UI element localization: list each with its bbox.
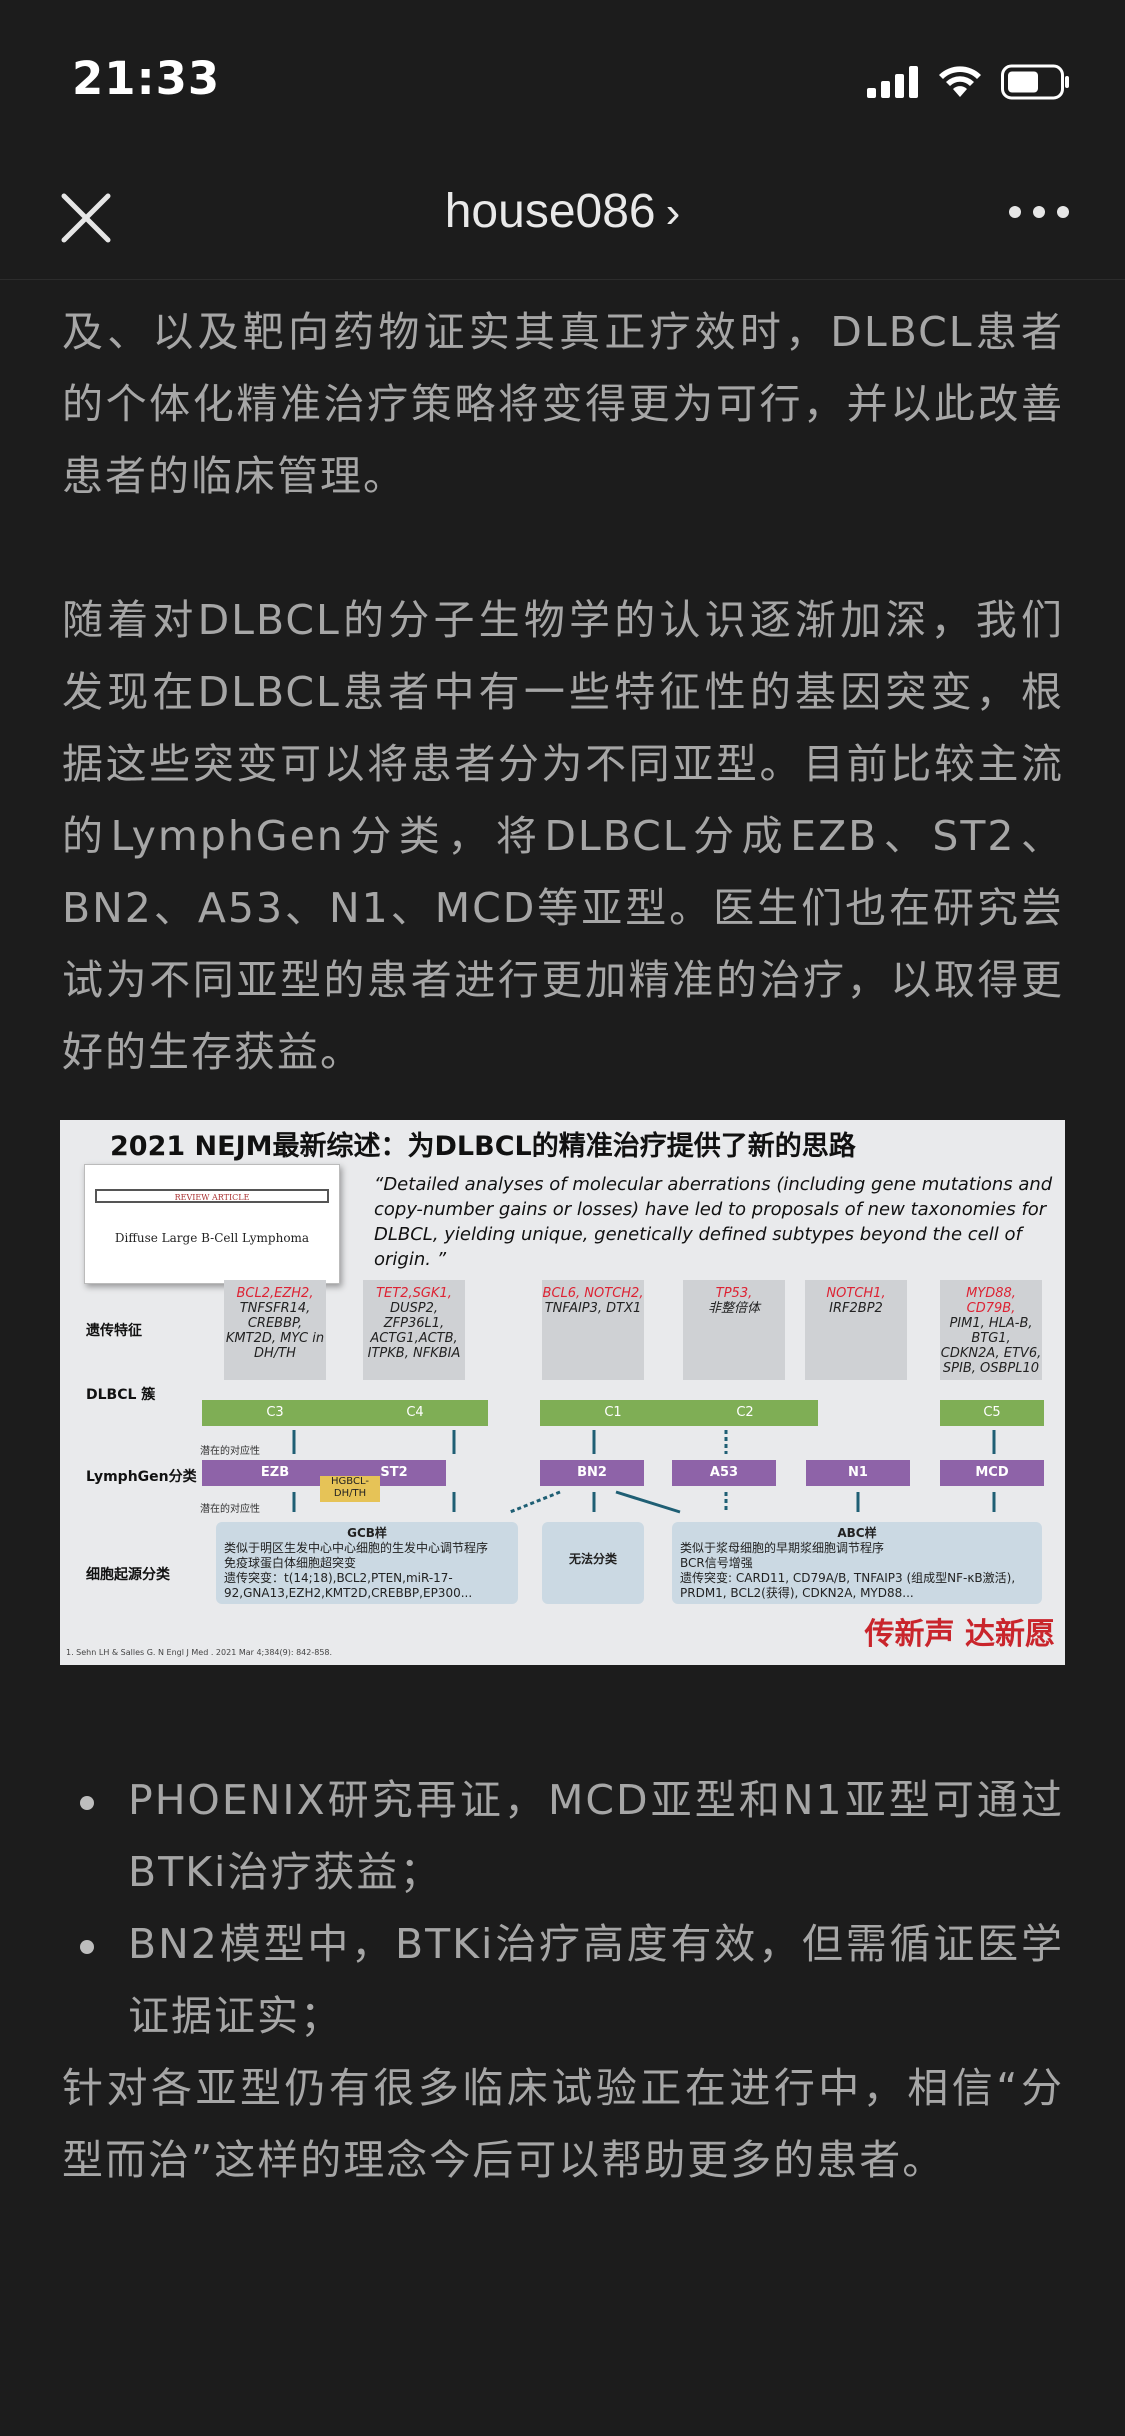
gene-box-st2: TET2,SGK1,DUSP2, ZFP36L1, ACTG1,ACTB, IT… xyxy=(363,1280,465,1380)
bullet-dot-1 xyxy=(80,1796,94,1810)
cluster-c1: C1 xyxy=(540,1400,686,1426)
lymphgen-bn2: BN2 xyxy=(540,1460,644,1486)
gene-box-a53: TP53,非整倍体 xyxy=(683,1280,785,1380)
account-name[interactable]: house086 xyxy=(444,185,656,238)
figure-quote: “Detailed analyses of molecular aberrati… xyxy=(374,1174,1053,1270)
gene-box-bn2: BCL6, NOTCH2,TNFAIP3, DTX1 xyxy=(542,1280,644,1380)
lymphgen-a53: A53 xyxy=(672,1460,776,1486)
row-label-origin: 细胞起源分类 xyxy=(86,1567,170,1583)
cluster-c4: C4 xyxy=(342,1400,488,1426)
gene-box-mcd: MYD88, CD79B,PIM1, HLA-B, BTG1, CDKN2A, … xyxy=(940,1280,1042,1380)
hgbcl-tag: HGBCL-DH/TH xyxy=(320,1476,380,1502)
more-icon[interactable] xyxy=(1009,206,1069,218)
chevron-right-icon[interactable]: › xyxy=(665,188,681,237)
article-figure[interactable]: 2021 NEJM最新综述：为DLBCL的精准治疗提供了新的思路 REVIEW … xyxy=(60,1120,1065,1665)
gcb-box: GCB样 类似于明区生发中心中心细胞的生发中心调节程序 免疫球蛋白体细胞超突变 … xyxy=(216,1522,518,1604)
nav-title[interactable]: house086› xyxy=(0,184,1125,239)
arrows-diagram xyxy=(292,1430,996,1514)
watermark-logo: 传新声 达新愿 xyxy=(864,1617,1055,1652)
figure-footnote: 1. Sehn LH & Salles G. N Engl J Med . 20… xyxy=(66,1648,333,1657)
lymphgen-mcd: MCD xyxy=(940,1460,1044,1486)
figure-title: 2021 NEJM最新综述：为DLBCL的精准治疗提供了新的思路 xyxy=(110,1131,856,1162)
status-bar: 21:33 xyxy=(0,0,1125,160)
row-label-genetic: 遗传特征 xyxy=(86,1323,142,1339)
row-label-lymphgen: LymphGen分类 xyxy=(86,1469,197,1485)
status-time: 21:33 xyxy=(72,52,221,105)
status-icons xyxy=(867,62,1071,102)
bullet-text-1: PHOENIX研究再证，MCD亚型和N1亚型可通过BTKi治疗获益； xyxy=(128,1776,1064,1896)
gene-box-n1: NOTCH1,IRF2BP2 xyxy=(805,1280,907,1380)
article-paragraph-3: 针对各亚型仍有很多临床试验正在进行中，相信“分型而治”这样的理念今后可以帮助更多… xyxy=(62,2064,1064,2184)
signal-icon xyxy=(867,66,918,98)
cluster-c3: C3 xyxy=(202,1400,348,1426)
abc-box: ABC样 类似于浆母细胞的早期浆细胞调节程序 BCR信号增强 遗传突变: CAR… xyxy=(672,1522,1042,1604)
bullet-dot-2 xyxy=(80,1940,94,1954)
battery-icon xyxy=(1001,64,1069,100)
lymphgen-n1: N1 xyxy=(806,1460,910,1486)
wifi-icon xyxy=(939,66,981,97)
close-icon[interactable] xyxy=(58,190,114,246)
article-paragraph-1: 及、以及靶向药物证实其真正疗效时，DLBCL患者的个体化精准治疗策略将变得更为可… xyxy=(62,308,1064,500)
journal-thumbnail: REVIEW ARTICLE Diffuse Large B-Cell Lymp… xyxy=(84,1164,340,1284)
nav-bar xyxy=(0,160,1125,280)
cluster-c2: C2 xyxy=(672,1400,818,1426)
gene-box-ezb: BCL2,EZH2,TNFSFR14, CREBBP, KMT2D, MYC i… xyxy=(224,1280,326,1380)
row-label-cluster: DLBCL 簇 xyxy=(86,1387,156,1403)
unclassified-box: 无法分类 xyxy=(542,1522,644,1604)
lymphgen-ezb: EZB xyxy=(202,1460,348,1486)
potential-label-2: 潜在的对应性 xyxy=(200,1504,260,1515)
cluster-c5: C5 xyxy=(940,1400,1044,1426)
bullet-text-2: BN2模型中，BTKi治疗高度有效，但需循证医学证据证实； xyxy=(128,1920,1064,2040)
article-paragraph-2: 随着对DLBCL的分子生物学的认识逐渐加深，我们发现在DLBCL患者中有一些特征… xyxy=(62,596,1064,1076)
potential-label-1: 潜在的对应性 xyxy=(200,1446,260,1457)
